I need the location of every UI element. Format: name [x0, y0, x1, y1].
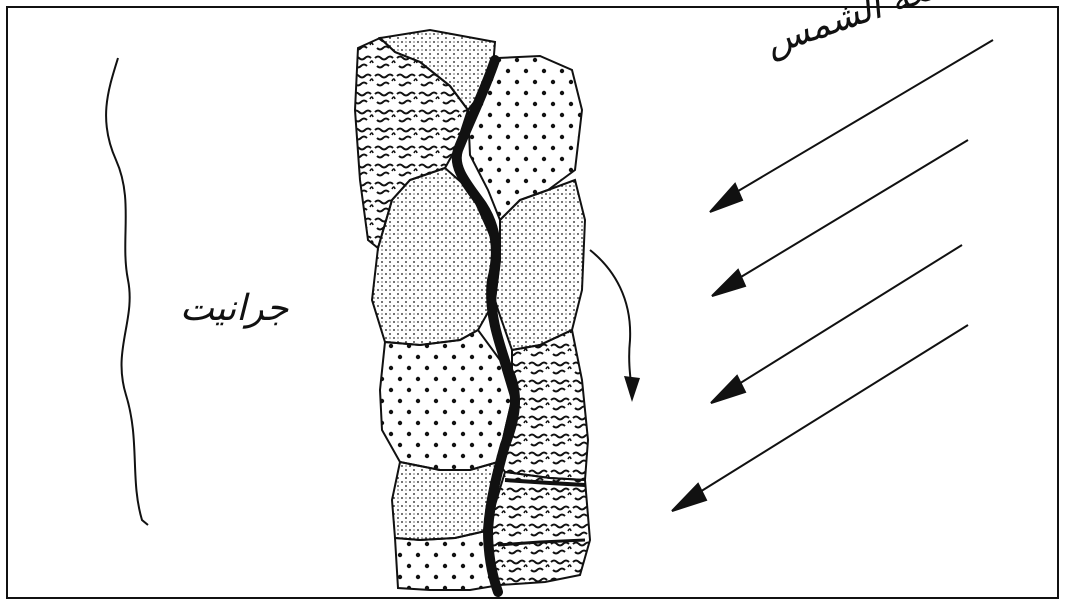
- sun-ray-3: [726, 245, 962, 392]
- rock-block-6: [380, 330, 512, 470]
- sun-ray-4-head: [672, 484, 706, 511]
- sun-ray-1: [723, 40, 993, 200]
- rock-block-9: [490, 472, 590, 585]
- granite-label: جرانيت: [180, 288, 288, 329]
- sun-ray-3-head: [711, 376, 745, 403]
- sun-ray-1-head: [710, 184, 742, 212]
- granite-boundary-line: [106, 58, 148, 525]
- flaking-arrow-shaft: [590, 250, 632, 392]
- rock-block-8: [392, 462, 498, 540]
- sun-ray-4: [687, 325, 968, 500]
- flaking-arrow-head: [624, 376, 640, 402]
- sun-rays: [672, 40, 993, 511]
- sun-ray-2-head: [712, 270, 745, 296]
